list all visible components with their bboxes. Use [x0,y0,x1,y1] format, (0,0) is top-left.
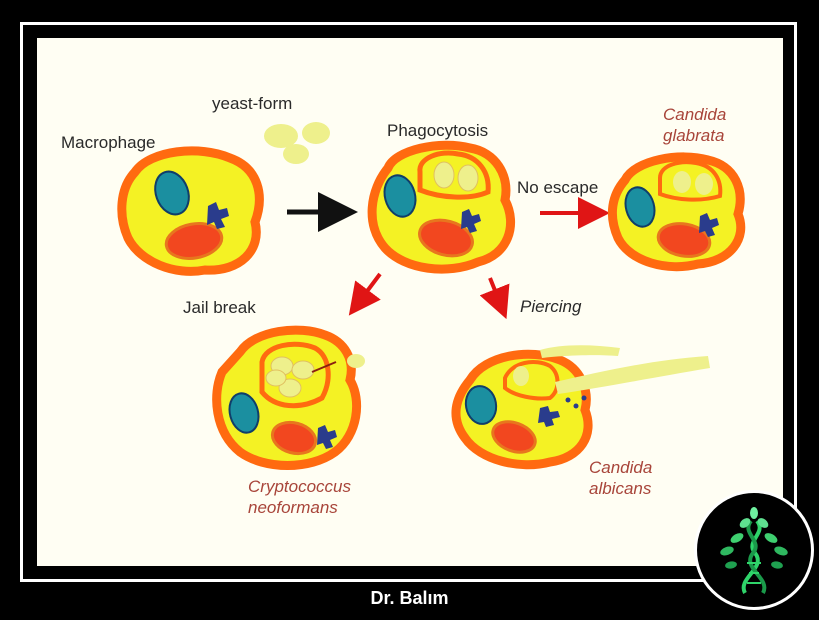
species-candida-glabrata: Candida glabrata [663,104,726,146]
species-candida-albicans: Candida albicans [589,457,652,499]
species-crypto-epithet: neoformans [248,498,338,517]
diagram-panel [37,38,783,566]
tree-dna-icon [720,507,788,594]
label-jail-break: Jail break [183,298,256,317]
species-albicans-genus: Candida [589,458,653,477]
albicans-cell [451,345,710,470]
species-albicans-epithet: albicans [589,479,652,498]
arrow-piercing [479,277,510,320]
species-cryptococcus-neoformans: Cryptococcus neoformans [248,476,351,518]
macrophage-cell [117,146,264,276]
label-no-escape: No escape [517,178,599,197]
species-crypto-genus: Cryptococcus [248,477,351,496]
phagocytosis-cell [367,140,516,274]
tree-dna-logo [694,490,814,610]
species-glabrata-epithet: glabrata [663,126,725,145]
label-yeast-form: yeast-form [212,94,293,113]
outer-frame [20,22,797,582]
label-piercing: Piercing [520,297,582,316]
label-macrophage: Macrophage [61,133,156,152]
yeast-cells [264,122,330,164]
footer-author: Dr. Balım [370,588,449,608]
cryptococcus-cell [212,325,365,470]
arrow-jail-break [348,272,382,316]
glabrata-cell [607,152,746,272]
label-phagocytosis: Phagocytosis [387,121,489,140]
species-glabrata-genus: Candida [663,105,727,124]
